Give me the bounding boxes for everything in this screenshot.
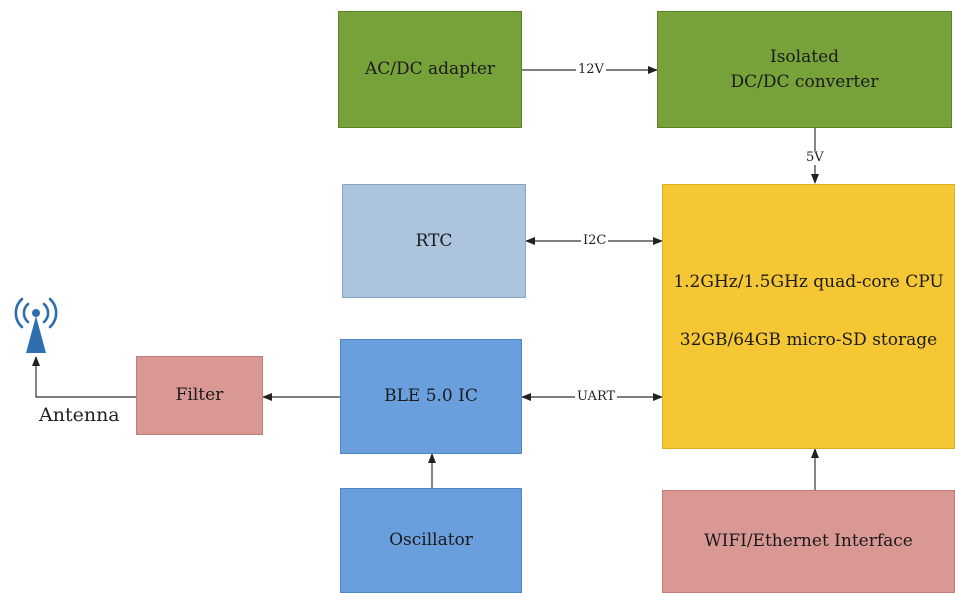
oscillator-label: Oscillator [389,530,473,551]
ble-ic-label: BLE 5.0 IC [384,386,478,407]
cpu-block: 1.2GHz/1.5GHz quad-core CPU 32GB/64GB mi… [662,184,955,449]
label-i2c: I2C [581,233,609,248]
cpu-label: 1.2GHz/1.5GHz quad-core CPU [673,272,944,292]
dc-dc-converter-label-line2: DC/DC converter [730,71,879,92]
wifi-ethernet-block: WIFI/Ethernet Interface [662,490,955,593]
dc-dc-converter-block: Isolated DC/DC converter [657,11,952,128]
wire-filter-antenna [32,356,136,398]
storage-label: 32GB/64GB micro-SD storage [679,330,938,351]
antenna-label: Antenna [39,404,120,426]
label-12v: 12V [576,62,606,77]
rtc-label: RTC [415,230,453,251]
ac-dc-adapter-block: AC/DC adapter [338,11,522,128]
label-uart: UART [575,389,618,404]
oscillator-block: Oscillator [340,488,522,593]
antenna-icon [14,297,58,353]
ac-dc-adapter-label: AC/DC adapter [364,59,496,80]
filter-label: Filter [175,385,224,406]
rtc-block: RTC [342,184,526,298]
ble-ic-block: BLE 5.0 IC [340,339,522,454]
wifi-ethernet-label: WIFI/Ethernet Interface [704,531,913,552]
label-5v: 5V [804,150,826,165]
dc-dc-converter-label-line1: Isolated [769,46,840,67]
filter-block: Filter [136,356,263,435]
